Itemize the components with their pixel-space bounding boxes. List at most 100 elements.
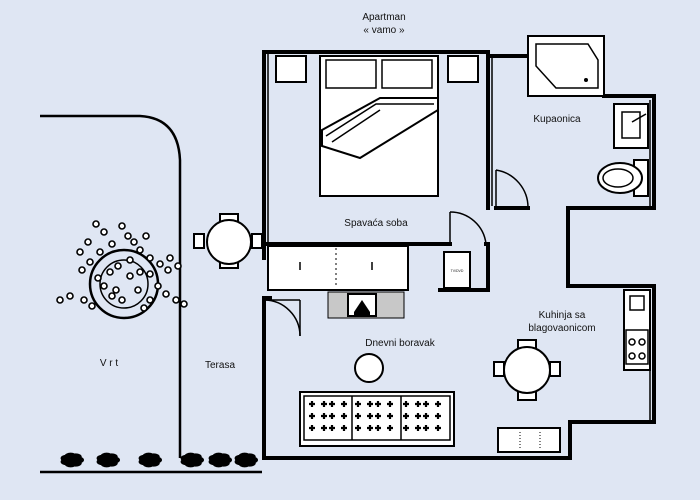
sofa-pattern-mark <box>375 425 381 431</box>
entry-door <box>263 299 301 337</box>
sofa-pattern-mark <box>355 401 361 407</box>
sofa-pattern-mark <box>321 401 327 407</box>
sofa-pattern-mark <box>435 401 441 407</box>
foliage-dot <box>134 286 142 294</box>
foliage-dot <box>126 272 134 280</box>
garden-tree <box>56 220 188 320</box>
sofa <box>299 391 455 447</box>
sideboard <box>497 427 561 453</box>
bathroom-door <box>495 169 529 209</box>
sofa-pattern-mark <box>367 413 373 419</box>
sofa-pattern-mark <box>415 413 421 419</box>
foliage-dot <box>78 266 86 274</box>
shrub <box>180 452 204 468</box>
sofa-pattern-mark <box>329 413 335 419</box>
foliage-dot <box>146 296 154 304</box>
wardrobe <box>267 245 409 291</box>
foliage-dot <box>162 290 170 298</box>
sofa-pattern-mark <box>329 401 335 407</box>
kitchen-counter <box>623 289 651 371</box>
shrub <box>138 452 162 468</box>
sofa-pattern-mark <box>367 425 373 431</box>
foliage-dot <box>146 270 154 278</box>
sofa-pattern-mark <box>309 413 315 419</box>
label-garden: V r t <box>100 358 119 369</box>
foliage-dot <box>172 296 180 304</box>
label-kitchen-line1: Kuhinja sa <box>539 310 586 321</box>
coffee-table <box>354 353 384 383</box>
garden-fence <box>40 114 262 474</box>
foliage-dot <box>112 286 120 294</box>
sofa-pattern-mark <box>423 401 429 407</box>
sofa-pattern-mark <box>387 413 393 419</box>
shrub <box>60 452 84 468</box>
fireplace <box>327 291 405 319</box>
foliage-dot <box>100 228 108 236</box>
walls <box>262 50 656 460</box>
sofa-pattern-mark <box>355 413 361 419</box>
sofa-pattern-mark <box>415 425 421 431</box>
foliage-dot <box>88 302 96 310</box>
tv-label: TV/DVD <box>451 269 464 273</box>
shrub <box>234 452 258 468</box>
sofa-pattern-mark <box>367 401 373 407</box>
foliage-dot <box>142 232 150 240</box>
toilet <box>597 159 649 197</box>
sofa-pattern-mark <box>435 425 441 431</box>
foliage-dot <box>126 256 134 264</box>
apartment-title-line2: « vamo » <box>363 25 405 36</box>
foliage-dot <box>156 260 164 268</box>
foliage-dot <box>130 238 138 246</box>
shrub <box>208 452 232 468</box>
foliage-dot <box>118 222 126 230</box>
sofa-pattern-mark <box>321 413 327 419</box>
foliage-dot <box>100 282 108 290</box>
foliage-dot <box>140 304 148 312</box>
foliage-dot <box>106 268 114 276</box>
dining-table <box>493 339 561 401</box>
foliage-dot <box>108 292 116 300</box>
foliage-dot <box>56 296 64 304</box>
shrub <box>96 452 120 468</box>
foliage-dot <box>174 262 182 270</box>
foliage-dot <box>76 248 84 256</box>
label-living-room: Dnevni boravak <box>365 338 435 349</box>
sofa-pattern-mark <box>403 401 409 407</box>
foliage-dot <box>80 296 88 304</box>
sofa-pattern-mark <box>321 425 327 431</box>
apartment-title-line1: Apartman <box>362 12 405 23</box>
foliage-dot <box>86 258 94 266</box>
foliage-dot <box>124 232 132 240</box>
sofa-pattern-mark <box>329 425 335 431</box>
foliage-dot <box>84 238 92 246</box>
foliage-dot <box>92 220 100 228</box>
label-bathroom: Kupaonica <box>533 114 581 125</box>
sofa-pattern-mark <box>387 401 393 407</box>
label-kitchen-line2: blagovaonicom <box>528 323 595 334</box>
foliage-dot <box>96 248 104 256</box>
sofa-pattern-mark <box>355 425 361 431</box>
bathtub <box>527 35 605 97</box>
sofa-pattern-mark <box>375 401 381 407</box>
double-bed <box>275 55 479 197</box>
foliage-dot <box>136 268 144 276</box>
sofa-pattern-mark <box>423 413 429 419</box>
sofa-pattern-mark <box>403 413 409 419</box>
foliage-dot <box>66 292 74 300</box>
foliage-dot <box>164 266 172 274</box>
sofa-pattern-mark <box>387 425 393 431</box>
sofa-pattern-mark <box>341 413 347 419</box>
garden-shrubs <box>60 452 258 468</box>
sofa-pattern-mark <box>341 401 347 407</box>
label-bedroom: Spavaća soba <box>344 218 408 229</box>
sofa-pattern-mark <box>435 413 441 419</box>
foliage-dot <box>136 246 144 254</box>
sofa-pattern-mark <box>415 401 421 407</box>
bedroom-door <box>449 211 487 245</box>
foliage-dot <box>180 300 188 308</box>
foliage-dot <box>154 282 162 290</box>
sofa-pattern-mark <box>309 425 315 431</box>
sofa-pattern-mark <box>309 401 315 407</box>
foliage-dot <box>118 296 126 304</box>
